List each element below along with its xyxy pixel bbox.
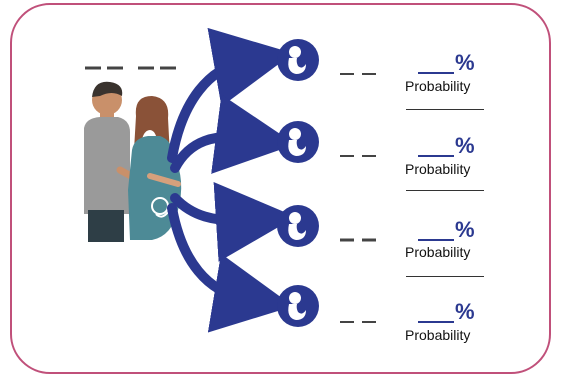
diagram-frame [10,3,551,374]
arrows [167,27,296,333]
arrow-1 [167,27,294,163]
probability-label: Probability [405,161,471,177]
separator-line [406,109,484,110]
percent-symbol: % [455,50,475,75]
separator-line [406,276,484,277]
probability-label: Probability [405,244,471,260]
child-genotype-blanks [340,73,376,323]
fetus-icon [277,285,319,327]
probability-label: Probability [405,327,471,343]
fetus-icon [277,39,319,81]
probability-label: Probability [405,78,471,94]
percent-symbol: % [455,217,475,242]
percent-symbol: % [455,133,475,158]
arrow-3 [170,181,296,262]
arrow-2 [170,94,296,174]
probability-blank [418,321,454,323]
probability-blank [418,155,454,157]
separator-line [406,190,484,191]
probability-blank [418,239,454,241]
percent-symbol: % [455,299,475,324]
probability-blank [418,72,454,74]
fetus-icon [277,205,319,247]
parents-illustration [84,81,182,242]
fetus-icon [277,121,319,163]
arrow-4 [167,203,294,333]
